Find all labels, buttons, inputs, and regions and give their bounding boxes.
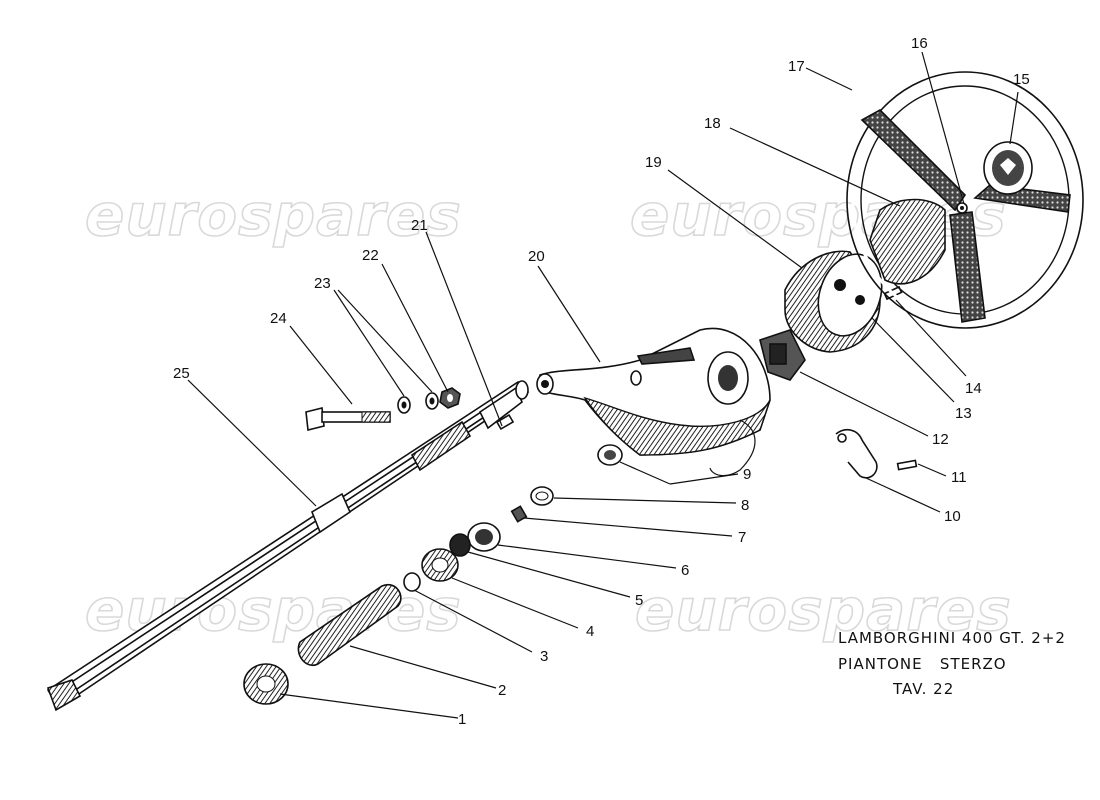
callout-1: 1: [458, 711, 466, 728]
callout-25: 25: [173, 365, 190, 382]
callout-20: 20: [528, 248, 545, 265]
callout-6: 6: [681, 562, 689, 579]
callouts: 1 2 3 4 5 6 7 8 9 10 11 12 13 14 15 16 1…: [173, 35, 1030, 728]
callout-23: 23: [314, 275, 331, 292]
callout-7: 7: [738, 529, 746, 546]
title-assembly: PIANTONE STERZO: [838, 655, 1007, 673]
part-17-steering-wheel: [846, 71, 1084, 329]
part-5-ring: [449, 533, 471, 557]
callout-17: 17: [788, 58, 805, 75]
part-4-bearing: [421, 548, 459, 582]
part-8-washer: [530, 486, 554, 506]
callout-8: 8: [741, 497, 749, 514]
callout-9: 9: [743, 466, 751, 483]
callout-24: 24: [270, 310, 287, 327]
part-9-bushing: [597, 444, 623, 466]
callout-13: 13: [955, 405, 972, 422]
part-19-column-shroud: [784, 250, 903, 353]
part-6-bushing: [467, 522, 501, 552]
callout-19: 19: [645, 154, 662, 171]
callout-14: 14: [965, 380, 982, 397]
part-20-column-housing: [536, 327, 771, 477]
title-table-number: TAV. 22: [892, 680, 954, 698]
callout-2: 2: [498, 682, 506, 699]
part-25-steering-shaft: [46, 380, 530, 712]
part-1-bearing: [243, 663, 289, 705]
part-16-screw: [956, 202, 968, 214]
callout-21: 21: [411, 217, 428, 234]
callout-10: 10: [944, 508, 961, 525]
part-3-circlip: [403, 572, 421, 592]
leader-lines: [187, 51, 1019, 719]
watermark-bottom-right: eurospares: [635, 576, 1012, 644]
part-11-screw: [896, 459, 918, 471]
part-15-horn-button: [983, 141, 1033, 195]
part-12-switch: [759, 329, 806, 381]
title-block: LAMBORGHINI 400 GT. 2+2 PIANTONE STERZO …: [838, 629, 1066, 698]
callout-16: 16: [911, 35, 928, 52]
part-10-bracket: [835, 428, 878, 479]
callout-22: 22: [362, 247, 379, 264]
callout-18: 18: [704, 115, 721, 132]
callout-3: 3: [540, 648, 548, 665]
part-23-washers: [397, 392, 439, 414]
callout-11: 11: [951, 469, 967, 486]
watermark-top-left: eurospares: [85, 181, 462, 249]
part-18-hub: [869, 198, 946, 285]
part-7-grease-nipple: [510, 505, 528, 523]
part-22-nut: [439, 387, 461, 409]
part-24-bolt: [305, 407, 391, 431]
title-model: LAMBORGHINI 400 GT. 2+2: [838, 629, 1066, 647]
callout-4: 4: [586, 623, 594, 640]
callout-15: 15: [1013, 71, 1030, 88]
part-2-sleeve: [297, 583, 402, 667]
callout-5: 5: [635, 592, 643, 609]
callout-12: 12: [932, 431, 949, 448]
